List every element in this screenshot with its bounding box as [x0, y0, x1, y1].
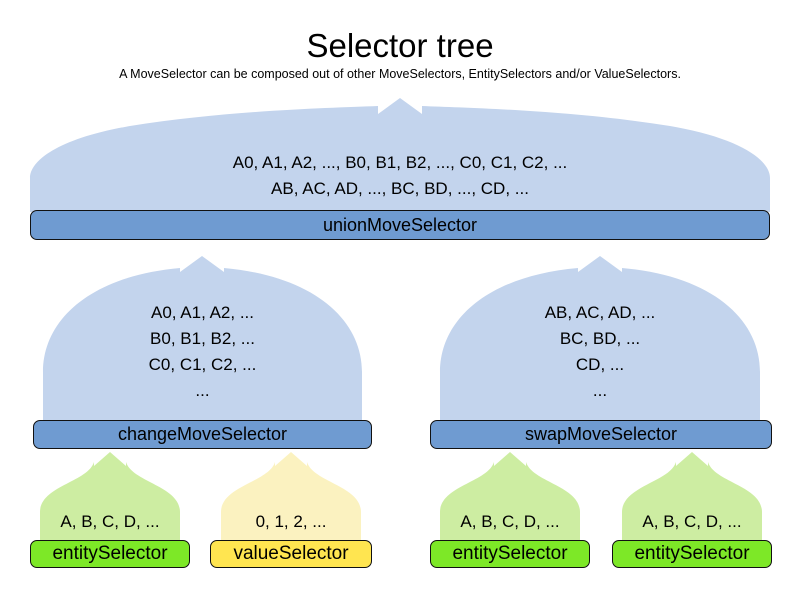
page-subtitle: A MoveSelector can be composed out of ot… [119, 67, 681, 81]
entity-selector-2-shape [440, 452, 580, 542]
entity-selector-1-content: A, B, C, D, ... [60, 512, 160, 531]
value-selector-1-content: 0, 1, 2, ... [255, 512, 327, 531]
union-move-selector-content: A0, A1, A2, ..., B0, B1, B2, ..., C0, C1… [232, 153, 568, 198]
entity-selector-2-content: A, B, C, D, ... [460, 512, 560, 531]
entity-selector-1-shape [40, 452, 180, 542]
change-move-selector-bar[interactable]: changeMoveSelector [33, 420, 372, 449]
change-move-selector-shape [43, 256, 362, 422]
entity-selector-1-bar[interactable]: entitySelector [30, 540, 190, 568]
entity-selector-3-content: A, B, C, D, ... [642, 512, 742, 531]
value-selector-1-shape [221, 452, 361, 542]
union-move-selector-label: unionMoveSelector [322, 214, 478, 235]
entity-selector-2-bar[interactable]: entitySelector [430, 540, 590, 568]
entity-selector-3-label: entitySelector [634, 543, 750, 564]
entity-selector-2-label: entitySelector [452, 543, 568, 564]
change-move-selector-label: changeMoveSelector [117, 424, 288, 444]
entity-selector-3-shape [622, 452, 762, 542]
union-move-selector-shape [30, 98, 770, 212]
swap-move-selector-shape [440, 256, 760, 422]
value-selector-1-label: valueSelector [233, 543, 349, 564]
value-selector-1-bar[interactable]: valueSelector [210, 540, 372, 568]
page-title: Selector tree [306, 27, 494, 64]
entity-selector-3-bar[interactable]: entitySelector [612, 540, 772, 568]
change-move-selector-content: A0, A1, A2, ... B0, B1, B2, ... C0, C1, … [148, 303, 257, 400]
union-move-selector-bar[interactable]: unionMoveSelector [30, 210, 770, 240]
swap-move-selector-content: AB, AC, AD, ... BC, BD, ... CD, ... ... [544, 303, 656, 400]
swap-move-selector-bar[interactable]: swapMoveSelector [430, 420, 772, 449]
entity-selector-1-label: entitySelector [52, 543, 168, 564]
swap-move-selector-label: swapMoveSelector [524, 424, 678, 444]
